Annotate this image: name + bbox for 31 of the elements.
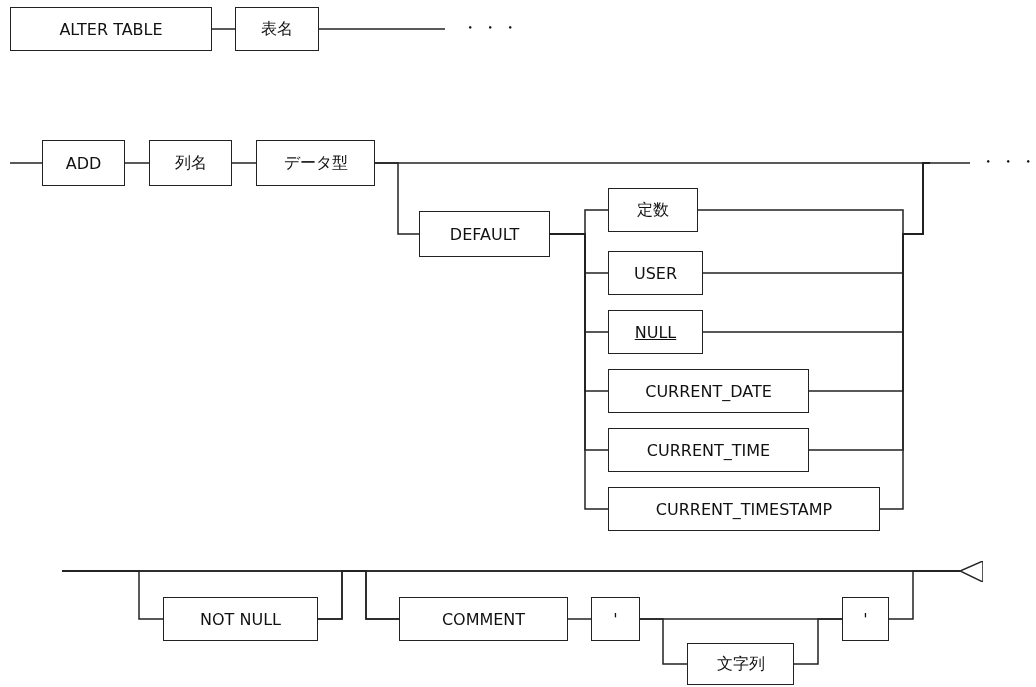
syntax-box: ' <box>842 597 889 641</box>
syntax-box: DEFAULT <box>419 211 550 257</box>
syntax-box: NOT NULL <box>163 597 318 641</box>
syntax-box: CURRENT_DATE <box>608 369 809 413</box>
syntax-box: COMMENT <box>399 597 568 641</box>
ellipsis-text: ・・・ <box>980 152 1036 173</box>
rail-line <box>124 162 150 164</box>
end-triangle <box>960 561 983 581</box>
syntax-box: CURRENT_TIMESTAMP <box>608 487 880 531</box>
rail-line <box>211 28 236 30</box>
syntax-box: 定数 <box>608 188 698 232</box>
syntax-box: ADD <box>42 140 125 186</box>
ellipsis-text: ・・・ <box>462 18 522 39</box>
syntax-box: 表名 <box>235 7 319 51</box>
syntax-box: ALTER TABLE <box>10 7 212 51</box>
rail-line <box>549 233 609 510</box>
rail-line <box>318 28 446 30</box>
rail-line <box>879 162 931 510</box>
rail-line <box>888 570 961 620</box>
rail-line <box>567 618 592 620</box>
rail-line <box>374 162 420 235</box>
syntax-box: CURRENT_TIME <box>608 428 809 472</box>
syntax-box: データ型 <box>256 140 375 186</box>
syntax-box: NULL <box>608 310 703 354</box>
syntax-box: 列名 <box>149 140 232 186</box>
syntax-box: USER <box>608 251 703 295</box>
syntax-box: 文字列 <box>687 643 794 685</box>
rail-line <box>9 162 43 164</box>
rail-line <box>793 618 843 665</box>
syntax-box: ' <box>591 597 640 641</box>
rail-line <box>231 162 257 164</box>
